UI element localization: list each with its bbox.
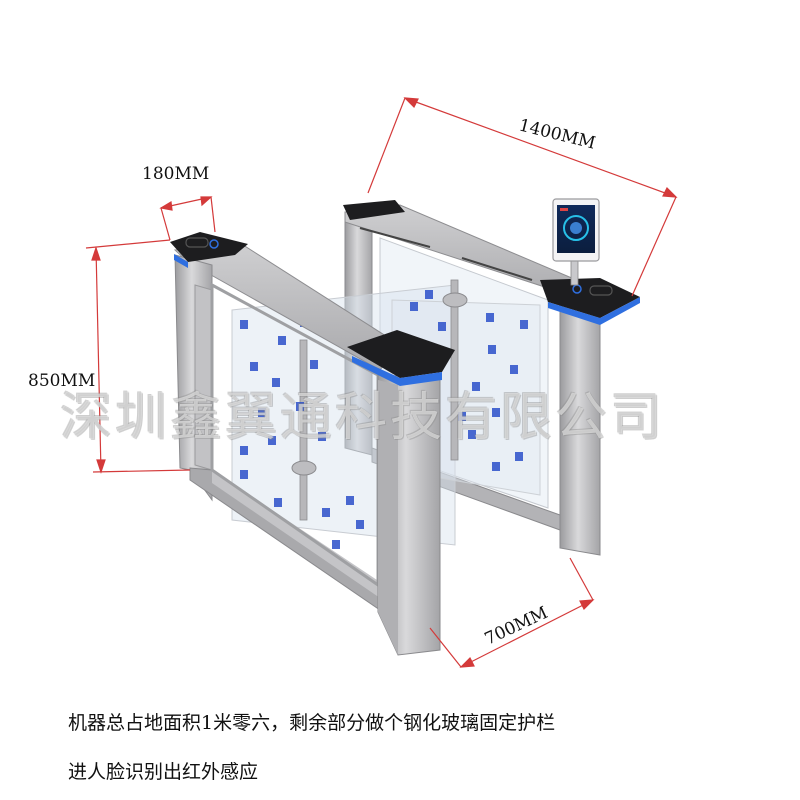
glass-decal-square (268, 436, 276, 445)
glass-decal-square (250, 362, 258, 371)
front-left-led-strip (174, 254, 188, 268)
glass-decal-square (520, 320, 528, 329)
glass-decal-square (410, 302, 418, 311)
front-left-lid (170, 232, 248, 262)
glass-decal-square (240, 320, 248, 329)
glass-decal-square (278, 336, 286, 345)
front-right-lid (347, 330, 455, 378)
glass-decal-square (240, 446, 248, 455)
glass-decal-square (492, 462, 500, 471)
front-cabinet (170, 232, 455, 656)
face-scan-ring-icon (563, 215, 589, 241)
glass-decal-square (356, 520, 364, 529)
passage-dimension-line (460, 599, 594, 668)
glass-decal-square (332, 540, 340, 549)
glass-decal-square (296, 402, 304, 411)
glass-decal-square (458, 412, 466, 421)
glass-decal-square (322, 508, 330, 517)
glass-decal-square (240, 470, 248, 479)
glass-decal-square (472, 382, 480, 391)
rear-cabinet (343, 200, 640, 556)
dimension-annotations (85, 97, 678, 668)
glass-decal-square (492, 408, 500, 417)
glass-decal-square (318, 432, 326, 441)
caption-line-2: 进人脸识别出红外感应 (68, 761, 259, 783)
glass-decal-square (425, 290, 433, 299)
rear-right-post (559, 299, 601, 556)
front-right-led-strip (352, 356, 442, 386)
width-dimension-label: 180MM (142, 164, 209, 184)
height-dimension-label: 850MM (28, 371, 95, 391)
rear-right-led-strip (548, 297, 640, 325)
face-recognition-terminal (552, 198, 600, 286)
length-dimension-line (404, 97, 677, 198)
right-wing-rod (450, 279, 459, 461)
height-dimension-line (95, 247, 102, 473)
glass-decal-square (510, 365, 518, 374)
length-dimension-label: 1400MM (517, 115, 598, 153)
glass-decal-square (486, 313, 494, 322)
left-wing-rod (299, 339, 308, 521)
glass-decal-square (438, 322, 446, 331)
glass-decal-square (310, 360, 318, 369)
glass-decal-square (274, 498, 282, 507)
rear-left-lid (343, 200, 405, 220)
glass-decal-square (515, 452, 523, 461)
glass-decal-square (468, 430, 476, 439)
glass-decal-square (258, 408, 266, 417)
glass-decal-square (272, 378, 280, 387)
rear-right-lid (540, 278, 640, 318)
glass-decal-square (346, 496, 354, 505)
caption-line-1: 机器总占地面积1米零六，剩余部分做个钢化玻璃固定护栏 (68, 712, 556, 734)
glass-decal-square (488, 345, 496, 354)
